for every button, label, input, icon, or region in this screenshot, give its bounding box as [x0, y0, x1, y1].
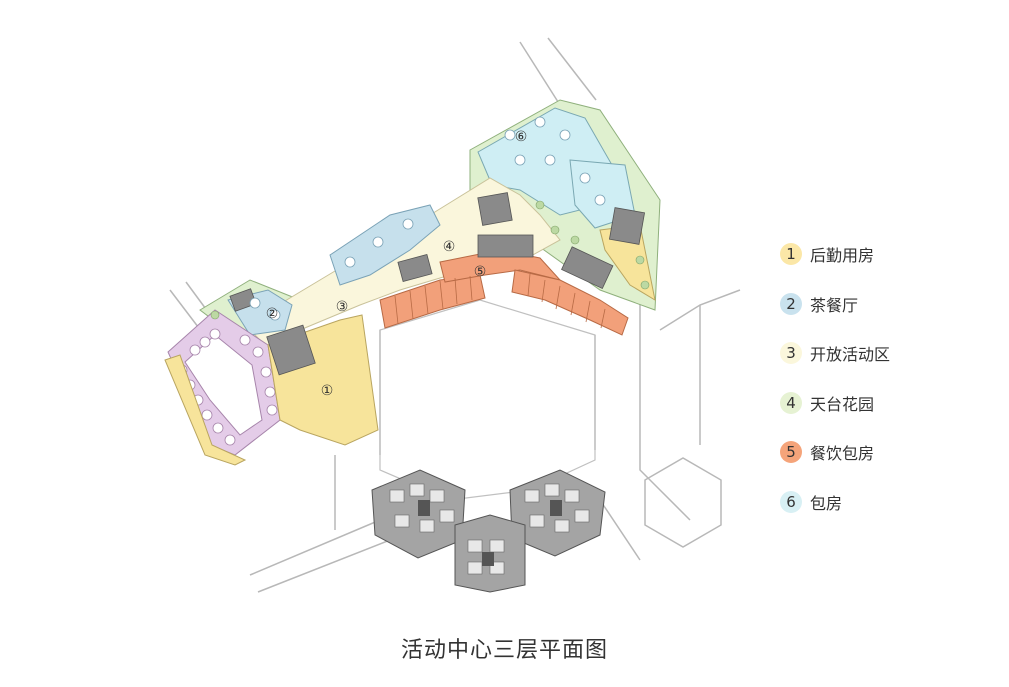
- legend-number: 4: [780, 391, 802, 414]
- legend-item-tea-room: 2 茶餐厅: [780, 290, 980, 318]
- legend-item-dining-rooms: 5 餐饮包房: [780, 438, 980, 466]
- tea-room-tables: [249, 116, 606, 321]
- zone-marker-2: ②: [266, 306, 279, 322]
- residential-towers: [371, 469, 606, 593]
- legend-label: 后勤用房: [810, 246, 875, 265]
- courtyard-outline: [379, 299, 596, 501]
- dining-rooms-west: [379, 274, 486, 329]
- legend-number: 3: [780, 342, 802, 364]
- legend-label: 开放活动区: [810, 345, 891, 364]
- legend-label: 茶餐厅: [810, 295, 859, 315]
- zone-marker-5: ⑤: [474, 264, 487, 280]
- legend-label: 包房: [810, 493, 843, 513]
- zone-marker-6: ⑥: [515, 129, 528, 145]
- service-cores: [229, 192, 646, 376]
- legend-number: 1: [780, 243, 802, 265]
- dining-rooms-east: [511, 269, 629, 336]
- legend-number: 6: [780, 490, 802, 513]
- legend-item-private-rooms: 6 包房: [780, 488, 980, 516]
- zone-marker-1: ①: [321, 383, 334, 399]
- legend-item-terrace: 4 天台花园: [780, 389, 980, 417]
- zone-marker-3: ③: [336, 299, 349, 315]
- floor-plan: ① ② ③ ④ ⑤ ⑥: [164, 37, 741, 593]
- diagram-caption: 活动中心三层平面图: [400, 638, 608, 663]
- zone-markers: ① ② ③ ④ ⑤ ⑥: [266, 129, 528, 399]
- legend-label: 天台花园: [810, 394, 875, 414]
- legend: 1 后勤用房 2 茶餐厅 3 开放活动区 4 天台花园 5 餐饮包房 6 包房: [780, 240, 980, 537]
- legend-number: 2: [780, 292, 802, 315]
- legend-label: 餐饮包房: [810, 444, 875, 463]
- garden-trees: [210, 200, 650, 320]
- legend-item-logistics: 1 后勤用房: [780, 240, 980, 268]
- dining-room-dividers: [394, 273, 606, 329]
- legend-item-open-area: 3 开放活动区: [780, 339, 980, 367]
- logistics-strip: [164, 354, 247, 466]
- zone-marker-4: ④: [443, 239, 456, 255]
- legend-number: 5: [780, 441, 802, 463]
